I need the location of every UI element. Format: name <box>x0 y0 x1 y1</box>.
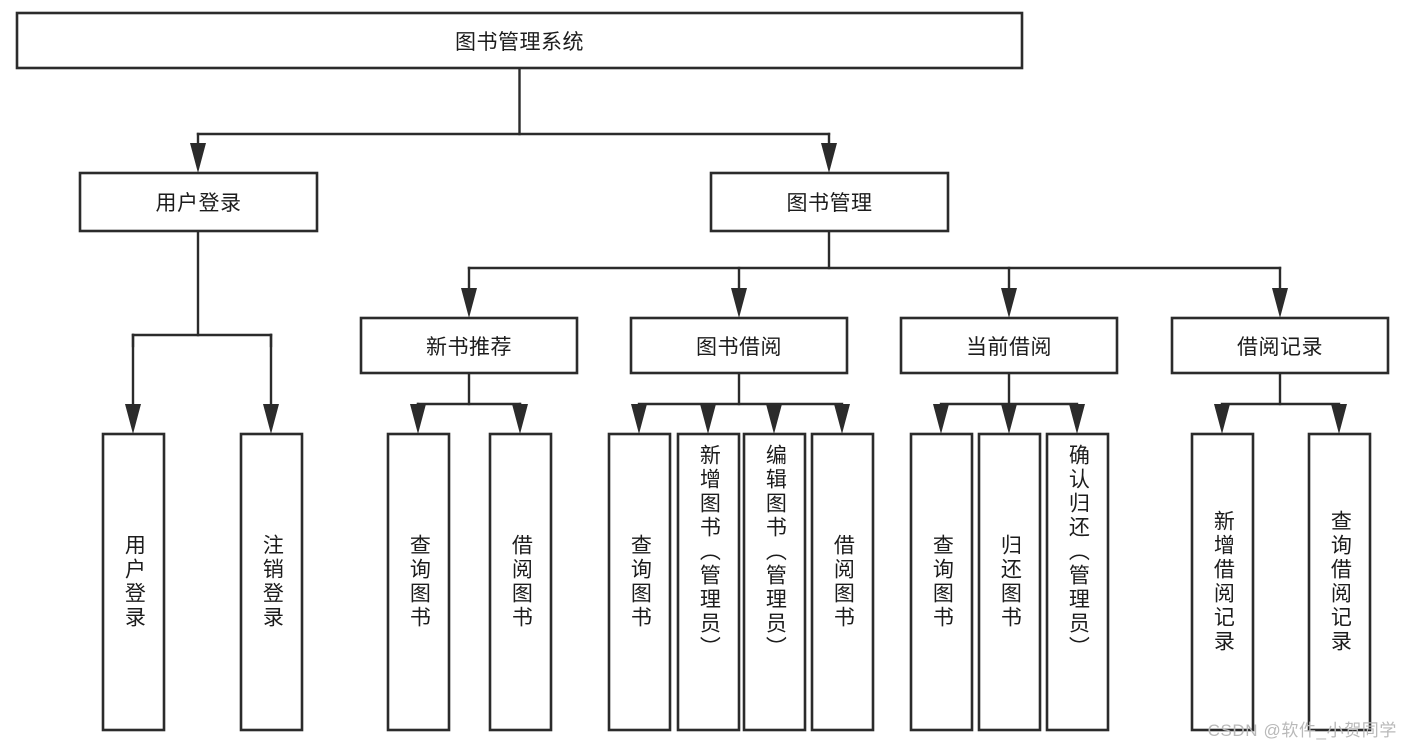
connector-group-user-login <box>125 229 279 434</box>
node-box-current-borrow[interactable] <box>899 316 1119 375</box>
arrow-head-leaf-add-record <box>1214 404 1230 434</box>
node-box-leaf-edit-book[interactable] <box>742 432 807 732</box>
arrow-head-leaf-borrow-book-2 <box>834 404 850 434</box>
node-box-root[interactable] <box>15 11 1024 70</box>
connector-group-book-borrow <box>631 371 850 434</box>
node-box-leaf-logout[interactable] <box>239 432 304 732</box>
arrow-head-borrow-record <box>1272 288 1288 318</box>
node-box-book-manage[interactable] <box>709 171 950 233</box>
node-box-leaf-add-record[interactable] <box>1190 432 1255 732</box>
connector-group-book-manage <box>461 229 1288 318</box>
arrow-head-leaf-return-book <box>1001 404 1017 434</box>
arrow-head-leaf-edit-book <box>766 404 782 434</box>
arrow-head-current-borrow <box>1001 288 1017 318</box>
connector-group-root <box>190 66 837 173</box>
node-box-new-book-rec[interactable] <box>359 316 579 375</box>
node-box-leaf-query-book-2[interactable] <box>607 432 672 732</box>
arrow-head-leaf-add-book <box>700 404 716 434</box>
node-box-leaf-query-book-1[interactable] <box>386 432 451 732</box>
arrow-head-leaf-query-book-2 <box>631 404 647 434</box>
node-box-leaf-query-record[interactable] <box>1307 432 1372 732</box>
node-box-leaf-borrow-book-2[interactable] <box>810 432 875 732</box>
arrow-head-leaf-logout <box>263 404 279 434</box>
node-box-leaf-confirm-return[interactable] <box>1045 432 1110 732</box>
connector-group-current-borrow <box>933 371 1085 434</box>
node-box-leaf-return-book[interactable] <box>977 432 1042 732</box>
node-box-leaf-borrow-book-1[interactable] <box>488 432 553 732</box>
connector-group-new-book-rec <box>410 371 528 434</box>
arrow-head-leaf-query-record <box>1331 404 1347 434</box>
arrow-head-user-login <box>190 143 206 173</box>
arrow-head-leaf-query-book-3 <box>933 404 949 434</box>
arrow-head-leaf-confirm-return <box>1069 404 1085 434</box>
arrow-head-leaf-borrow-book-1 <box>512 404 528 434</box>
arrow-head-book-manage <box>821 143 837 173</box>
arrow-head-leaf-user-login <box>125 404 141 434</box>
node-box-user-login[interactable] <box>78 171 319 233</box>
arrow-head-leaf-query-book-1 <box>410 404 426 434</box>
node-box-leaf-add-book[interactable] <box>676 432 741 732</box>
arrow-head-new-book-rec <box>461 288 477 318</box>
node-box-leaf-query-book-3[interactable] <box>909 432 974 732</box>
node-box-leaf-user-login[interactable] <box>101 432 166 732</box>
node-box-borrow-record[interactable] <box>1170 316 1390 375</box>
arrow-head-book-borrow <box>731 288 747 318</box>
node-box-book-borrow[interactable] <box>629 316 849 375</box>
connector-group-borrow-record <box>1214 371 1347 434</box>
